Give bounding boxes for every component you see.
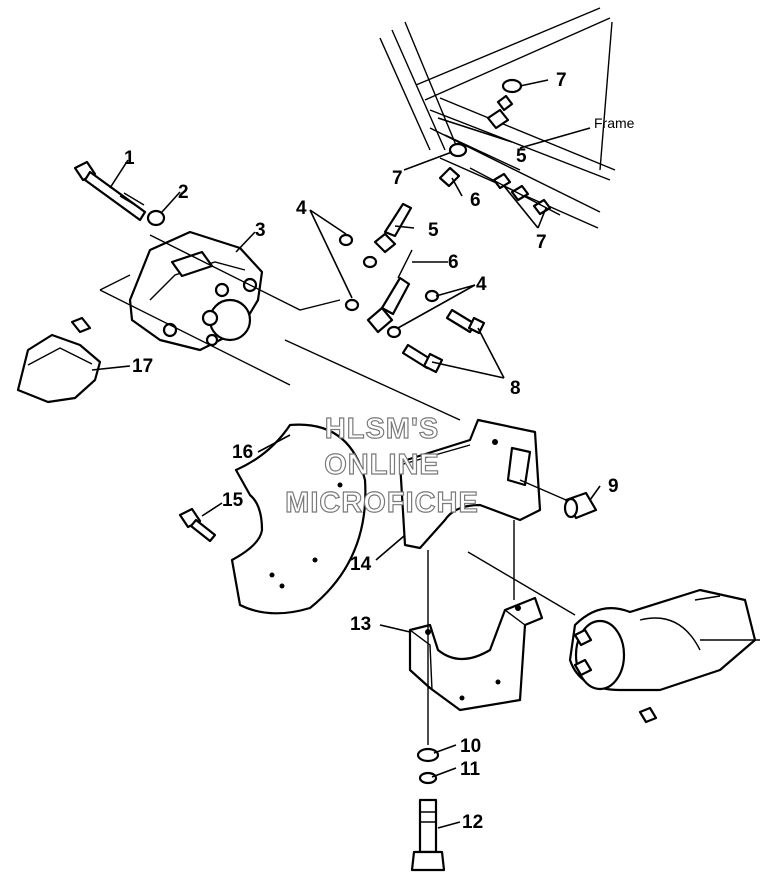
callout-5-lower: 5 — [428, 220, 439, 241]
callout-6-lower: 6 — [448, 252, 459, 273]
cable-clips — [469, 167, 561, 216]
callout-10: 10 — [460, 736, 481, 757]
frame-label: Frame — [594, 115, 635, 131]
callout-9: 9 — [608, 476, 619, 497]
washers-4 — [338, 233, 440, 339]
leader-lines — [91, 79, 601, 829]
callout-3: 3 — [255, 220, 266, 241]
bracket-13 — [408, 596, 544, 712]
watermark: HLSM'S ONLINE MICROFICHE — [285, 412, 479, 519]
bushing-9 — [563, 491, 598, 520]
callout-11: 11 — [460, 759, 481, 780]
bolt-15 — [178, 507, 217, 543]
callout-7-top: 7 — [556, 70, 567, 91]
rotor-16 — [230, 423, 367, 615]
cable-end-lower — [366, 249, 413, 334]
callout-7-left: 7 — [392, 168, 403, 189]
lock-washer-11 — [418, 771, 438, 785]
washer-10 — [416, 747, 440, 763]
callouts: 1 2 3 4 4 5 5 6 6 7 7 7 8 9 10 11 12 13 … — [124, 70, 635, 833]
callout-15: 15 — [222, 490, 244, 511]
callout-5-upper: 5 — [516, 146, 527, 167]
caliper-3 — [99, 230, 341, 386]
cable-adjuster-lower — [373, 142, 468, 254]
cable-adjuster-upper — [486, 78, 523, 130]
watermark-line2: ONLINE — [324, 449, 440, 481]
bracket-14 — [398, 418, 542, 550]
callout-6-upper: 6 — [470, 190, 481, 211]
brake-pad-17 — [16, 316, 102, 404]
callout-16: 16 — [232, 442, 253, 463]
callout-4-right: 4 — [476, 274, 487, 295]
bolt-12 — [410, 798, 446, 872]
callout-17: 17 — [132, 356, 153, 377]
washer-2 — [146, 209, 166, 227]
callout-1: 1 — [124, 148, 135, 169]
callout-8: 8 — [510, 378, 521, 399]
callout-12: 12 — [462, 812, 483, 833]
axle-housing — [568, 588, 760, 724]
callout-13: 13 — [350, 614, 371, 635]
watermark-line3: MICROFICHE — [285, 487, 479, 519]
assembly-lines — [284, 339, 576, 745]
frame — [379, 7, 616, 229]
callout-4-left: 4 — [296, 198, 307, 219]
callout-7-right: 7 — [536, 232, 547, 253]
watermark-line1: HLSM'S — [325, 413, 439, 445]
callout-2: 2 — [178, 182, 189, 203]
callout-14: 14 — [350, 554, 372, 575]
bolt-1 — [73, 160, 147, 222]
